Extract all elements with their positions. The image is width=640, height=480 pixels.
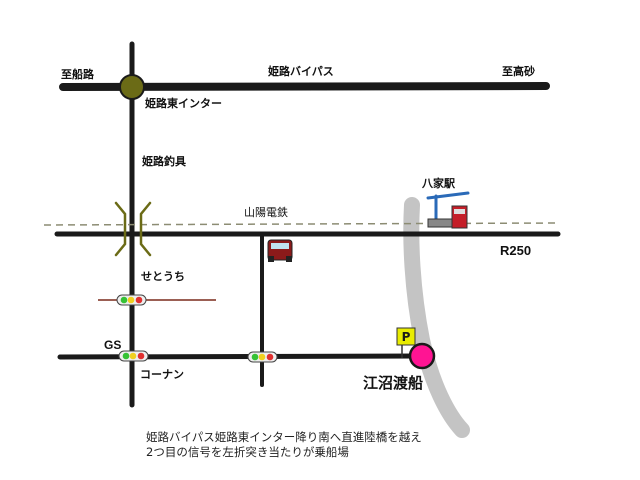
traffic-light-icon xyxy=(247,351,278,363)
parking-icon: P xyxy=(396,327,416,358)
himeji-east-ic-label: 姫路東インター xyxy=(145,96,222,110)
yaka-station-label: 八家駅 xyxy=(421,176,455,190)
gs-label: GS xyxy=(104,338,121,352)
parking-label: P xyxy=(402,330,411,344)
station-icon xyxy=(426,191,470,229)
konan-road xyxy=(57,353,423,360)
to-takasago-label: 至高砂 xyxy=(502,64,535,78)
himeji-bypass-label: 姫路バイパス xyxy=(268,64,334,78)
traffic-light-icon xyxy=(116,294,147,306)
directions-note: 姫路バイパス姫路東インター降り南へ直進陸橋を越え 2つ目の信号を左折突き当たりが… xyxy=(146,430,422,460)
directions-line-2: 2つ目の信号を左折突き当たりが乗船場 xyxy=(146,445,349,459)
to-funaji-label: 至船路 xyxy=(61,67,95,81)
ferry-destination-marker xyxy=(408,342,436,370)
directions-line-1: 姫路バイパス姫路東インター降り南へ直進陸橋を越え xyxy=(146,430,422,444)
sanyo-railway-label: 山陽電鉄 xyxy=(244,205,288,219)
interchange-icon xyxy=(119,74,145,100)
traffic-light-icon xyxy=(118,350,149,362)
r250-label: R250 xyxy=(500,243,531,258)
car-icon xyxy=(267,239,293,262)
setouchi-label: せとうち xyxy=(141,270,185,283)
overpass-icon xyxy=(114,201,152,257)
konan-label: コーナン xyxy=(140,368,184,381)
himeji-matoba-label: 姫路釣具 xyxy=(142,154,186,168)
river xyxy=(403,197,470,438)
sanyo-railway-line xyxy=(43,222,561,226)
eshinuma-ferry-label: 江沼渡船 xyxy=(363,374,423,392)
